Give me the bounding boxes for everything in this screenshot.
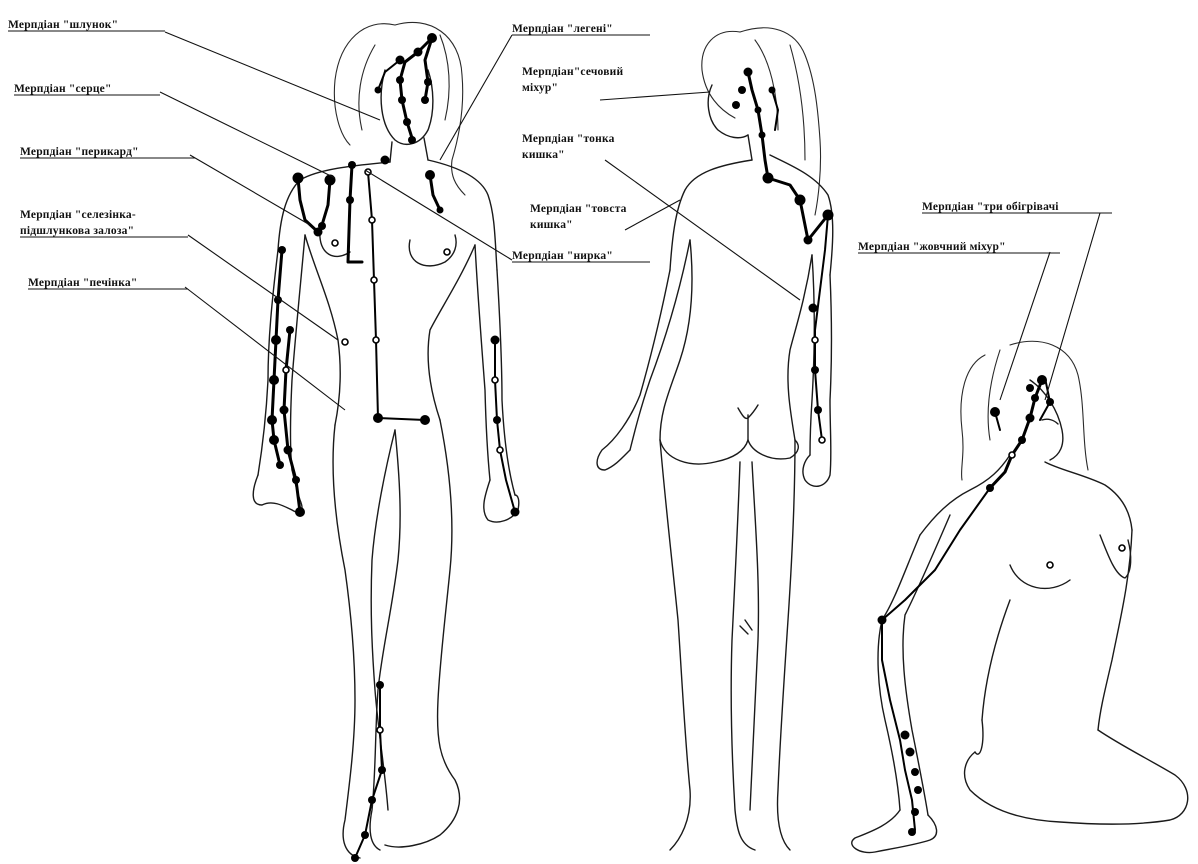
leader-lines — [160, 32, 1100, 410]
label-bladder-2: міхур" — [522, 82, 558, 94]
label-spleen: Мерпдіан "селезінка- — [20, 209, 136, 221]
front-figure-meridians — [267, 33, 520, 862]
label-pericard: Мерпдіан "перикард" — [20, 146, 139, 158]
seated-figure — [852, 341, 1188, 852]
label-large-intestine-2: кишка" — [530, 219, 573, 231]
label-small-intestine: Мерпдіан "тонка — [522, 133, 615, 145]
labels: Мерпдіан "шлунок" Мерпдіан "серце" Мерпд… — [8, 19, 1112, 289]
label-liver: Мерпдіан "печінка" — [28, 277, 137, 289]
label-lungs: Мерпдіан "легені" — [512, 23, 613, 35]
label-stomach: Мерпдіан "шлунок" — [8, 19, 118, 31]
label-triple-heater: Мерпдіан "три обігрівачі — [922, 201, 1059, 213]
back-figure — [597, 28, 833, 850]
label-kidney: Мерпдіан "нирка" — [512, 250, 613, 262]
label-bladder: Мерпдіан"сечовий — [522, 66, 623, 78]
label-gallbladder: Мерпдіан "жовчний міхур" — [858, 241, 1006, 253]
front-figure — [253, 22, 519, 858]
label-small-intestine-2: кишка" — [522, 149, 565, 161]
label-large-intestine: Мерпдіан "товста — [530, 203, 627, 215]
label-spleen-2: підшлункова залоза" — [20, 225, 134, 237]
label-heart: Мерпдіан "серце" — [14, 83, 112, 95]
